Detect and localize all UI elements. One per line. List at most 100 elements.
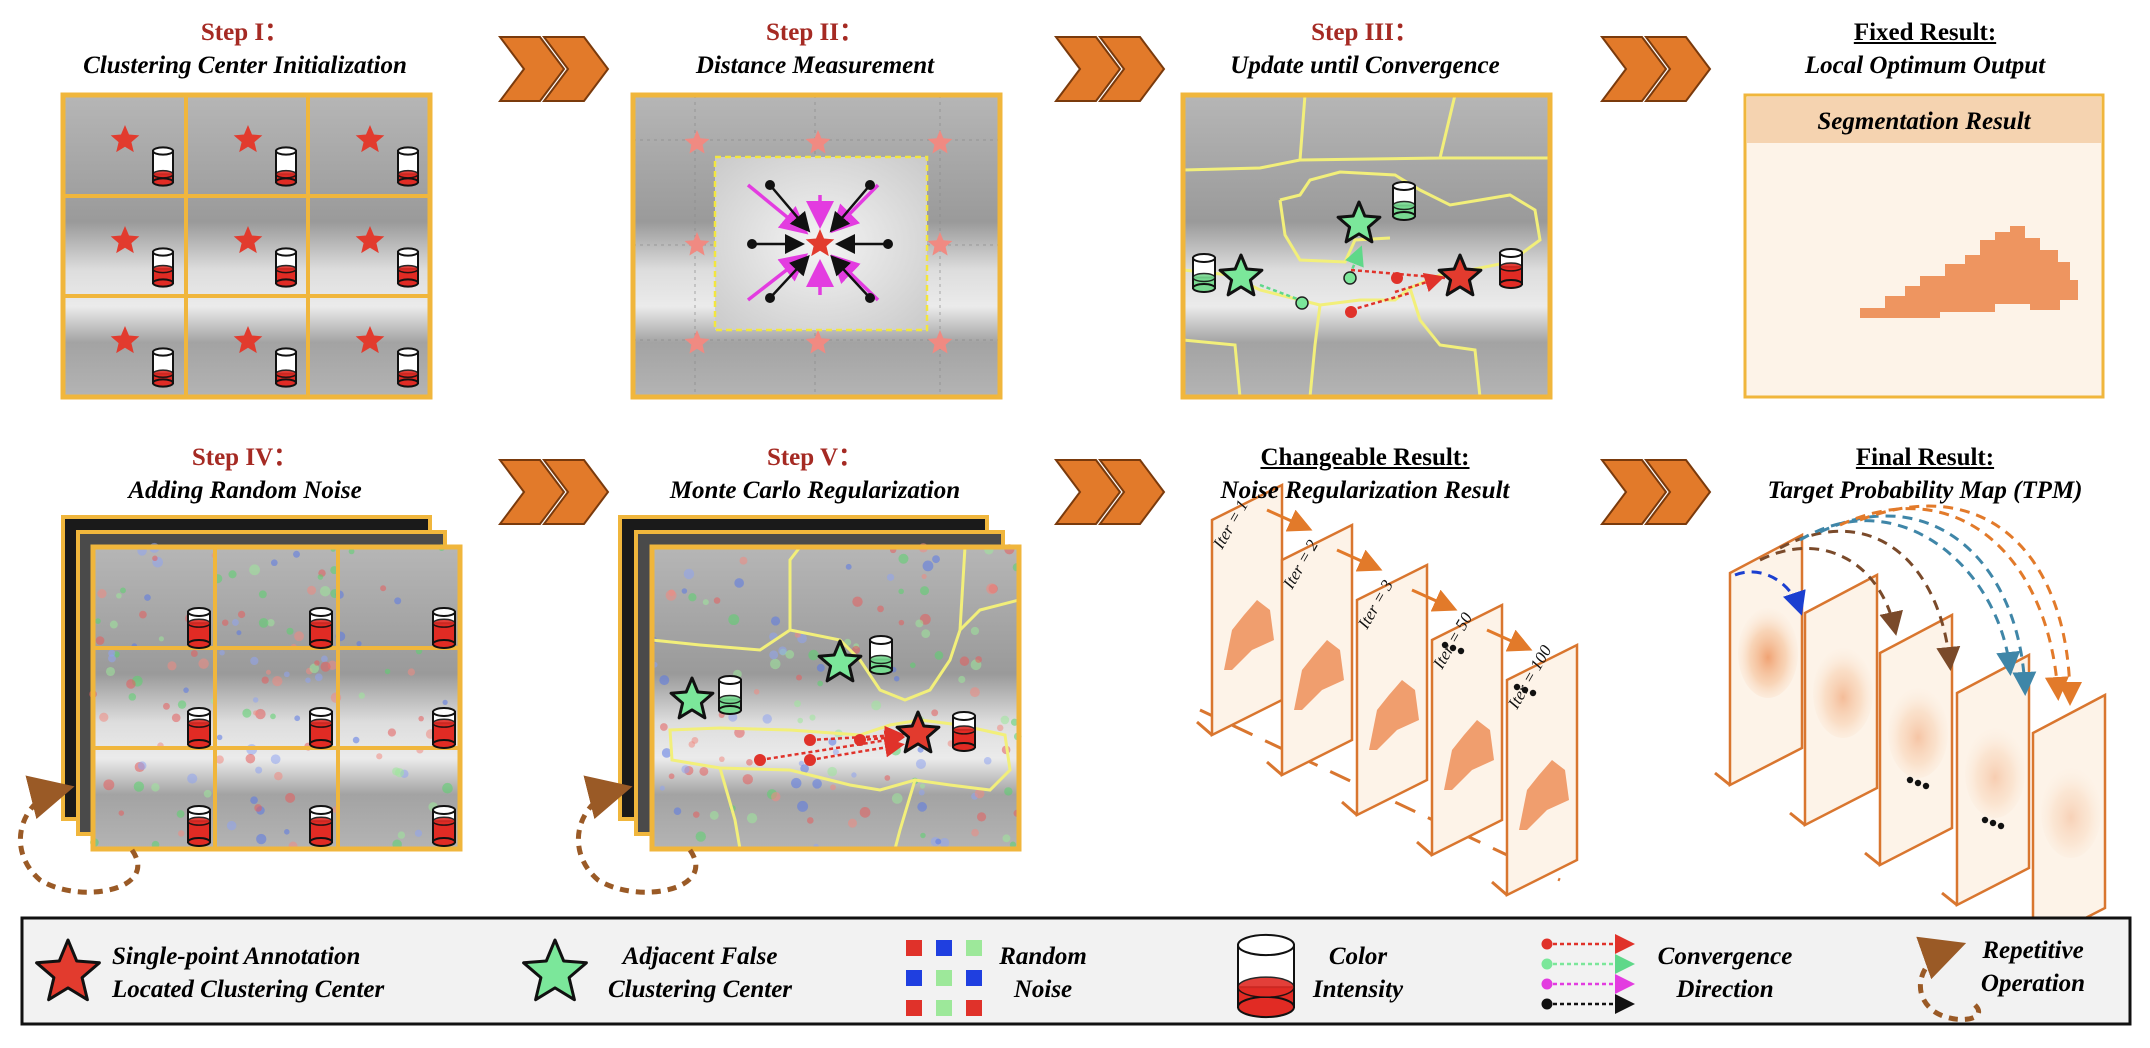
- ellipsis-dot: [1441, 641, 1449, 649]
- noise-dot: [734, 578, 744, 588]
- noise-dot: [921, 573, 927, 580]
- red-cylinder: [187, 805, 211, 847]
- ellipsis-dot: [1457, 647, 1465, 655]
- intensity-cylinder: [275, 146, 297, 187]
- noise-dot: [380, 585, 387, 592]
- noise-dot: [753, 689, 760, 695]
- iteration-frame: [1355, 562, 1429, 818]
- noise-dot: [215, 755, 224, 764]
- legend-annotation-line2: Located Clustering Center: [112, 976, 385, 1003]
- red-cylinder: [309, 707, 333, 749]
- noise-dot: [252, 697, 259, 703]
- frame-base: [1196, 720, 1213, 737]
- red-cylinder: [432, 805, 456, 847]
- noise-dot: [272, 675, 283, 687]
- noise-dot: [673, 807, 682, 816]
- noise-dot: [886, 573, 895, 581]
- legend-intensity-line1: Color: [1328, 943, 1388, 970]
- next-frame-arrow: [1266, 508, 1313, 532]
- noise-dot: [919, 783, 926, 789]
- iteration-frame: [1430, 602, 1504, 858]
- chevron-arrow-icon: [1644, 459, 1712, 525]
- noise-dot: [285, 792, 296, 803]
- ellipsis-dot: [1922, 782, 1930, 790]
- noise-dot: [790, 777, 802, 789]
- step2-title: Step II： Distance Measurement: [610, 16, 1020, 82]
- step3-title-line2: Update until Convergence: [1230, 52, 1500, 79]
- step1-grid-lines: [63, 95, 430, 397]
- probability-blob: [1888, 688, 1948, 778]
- segmentation-shape: [1224, 600, 1274, 670]
- red-cylinder: [1499, 248, 1523, 289]
- intensity-cylinder: [397, 347, 419, 388]
- noise-dot: [95, 618, 101, 624]
- final-title-line1: Final Result:: [1855, 444, 1995, 471]
- chevron-arrow-icon: [1098, 459, 1166, 525]
- legend-false-line1: Adjacent False: [622, 943, 778, 970]
- propagation-arrow: [1759, 546, 1903, 636]
- noise-dot: [237, 610, 246, 619]
- noise-dot: [158, 636, 164, 642]
- noise-dot: [932, 555, 940, 564]
- noise-dot: [986, 583, 998, 595]
- red-dot: [854, 734, 866, 746]
- repeat-arrow-step5: [575, 775, 699, 895]
- noise-dot: [728, 712, 738, 722]
- noise-dot: [976, 812, 987, 822]
- noise-dot: [356, 641, 362, 647]
- chevron-arrow-icon: [1054, 459, 1122, 525]
- frame-base: [1341, 800, 1358, 817]
- fixed-title: Fixed Result: Local Optimum Output: [1720, 16, 2130, 82]
- segmentation-shape: [1294, 640, 1344, 710]
- noise-dot: [800, 764, 809, 773]
- ellipsis-dot: [1521, 686, 1529, 694]
- repeat-arrow-step4: [17, 775, 141, 895]
- noise-dot: [659, 785, 665, 791]
- convergence-arrow: [1394, 272, 1445, 294]
- step4-title-line2: Adding Random Noise: [128, 477, 362, 504]
- noise-dot: [221, 619, 229, 626]
- ellipsis-dot: [1914, 779, 1922, 787]
- green-dot: [1295, 296, 1309, 310]
- noise-dot: [274, 771, 283, 781]
- step5-title-line2: Monte Carlo Regularization: [669, 477, 961, 504]
- noise-dot: [320, 655, 328, 663]
- noise-dot: [909, 662, 916, 669]
- legend-annotation-label: Single-point Annotation Located Clusteri…: [112, 940, 384, 1006]
- noise-dot: [983, 756, 992, 765]
- noise-dot: [709, 810, 719, 820]
- red-cylinder: [309, 607, 333, 649]
- noise-dot: [934, 651, 944, 660]
- noise-dot: [713, 597, 721, 604]
- legend-repeat-icon: [1916, 936, 1981, 1022]
- black-arrow: [829, 184, 871, 233]
- noise-dot: [307, 585, 317, 595]
- red-star: [355, 125, 385, 153]
- noise-dot: [270, 754, 281, 765]
- noise-dot: [258, 590, 267, 599]
- noise-dot: [319, 585, 331, 597]
- frame-base: [1941, 891, 1958, 907]
- segmentation-mask: [1860, 226, 2078, 318]
- noise-dot: [236, 630, 242, 636]
- noise-dot: [922, 560, 934, 572]
- noise-dot: [812, 779, 822, 789]
- green-cylinder: [869, 635, 893, 675]
- noise-dot: [681, 765, 690, 774]
- legend-noise-square-icon: [966, 1000, 982, 1016]
- noise-dot: [270, 559, 278, 567]
- noise-dot: [661, 748, 672, 758]
- red-star: [1437, 253, 1483, 297]
- noise-dot: [314, 673, 323, 682]
- noise-dot: [851, 772, 857, 778]
- noise-dot: [845, 563, 852, 570]
- noise-dot: [827, 766, 838, 777]
- noise-dot: [797, 717, 804, 724]
- noise-dot: [254, 804, 262, 812]
- red-cylinder: [309, 805, 333, 847]
- noise-dot: [261, 676, 269, 684]
- probability-blob: [1965, 728, 2025, 818]
- noise-dot: [162, 702, 170, 710]
- faded-red-star: [927, 232, 953, 256]
- probability-blob: [2041, 768, 2101, 858]
